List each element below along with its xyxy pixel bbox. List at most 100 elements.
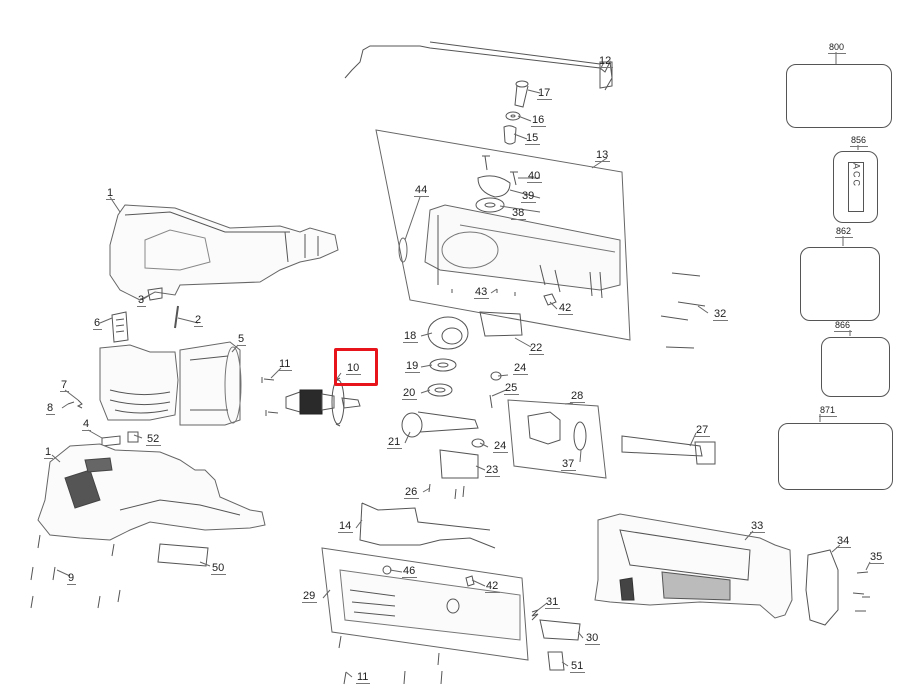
part-3-clip — [147, 287, 163, 301]
acc-tag-text: ACC — [851, 163, 862, 189]
label-part-33[interactable]: 33 — [750, 520, 766, 533]
label-part-4[interactable]: 4 — [82, 418, 92, 431]
part-15-bushing — [503, 125, 517, 145]
part-1-housing-lower — [37, 443, 266, 541]
label-part-7[interactable]: 7 — [60, 379, 70, 392]
part-50-label — [157, 543, 209, 567]
accessory-box-856: ACC — [833, 151, 878, 223]
label-accessory-862[interactable]: 862 — [835, 226, 854, 238]
label-part-3[interactable]: 3 — [137, 294, 147, 307]
label-part-5[interactable]: 5 — [237, 333, 247, 346]
part-20-washer — [427, 383, 453, 397]
part-18-ring — [427, 316, 469, 350]
part-14-gasket — [359, 502, 496, 549]
part-34-clamp — [805, 549, 839, 626]
part-21-crank — [401, 411, 479, 438]
label-part-1-lower[interactable]: 1 — [44, 446, 54, 459]
label-part-26[interactable]: 26 — [404, 486, 420, 499]
part-6-switch — [111, 311, 129, 343]
label-accessory-856[interactable]: 856 — [850, 135, 869, 147]
label-part-20[interactable]: 20 — [402, 387, 418, 400]
label-part-51[interactable]: 51 — [570, 660, 586, 673]
label-part-35[interactable]: 35 — [869, 551, 885, 564]
part-2-pin — [174, 305, 179, 329]
part-35-screws — [852, 571, 870, 612]
label-part-18[interactable]: 18 — [403, 330, 419, 343]
label-part-13[interactable]: 13 — [595, 149, 611, 162]
label-part-46[interactable]: 46 — [402, 565, 418, 578]
label-part-1-upper[interactable]: 1 — [106, 187, 116, 200]
label-part-24-lower[interactable]: 24 — [493, 440, 509, 453]
part-51-label — [547, 651, 565, 671]
label-part-39[interactable]: 39 — [521, 190, 537, 203]
label-part-19[interactable]: 19 — [405, 360, 421, 373]
acc-tag: ACC — [848, 162, 864, 212]
part-9-screws — [30, 534, 121, 609]
label-part-8[interactable]: 8 — [46, 402, 56, 415]
part-7-spring — [76, 399, 83, 409]
label-part-38[interactable]: 38 — [511, 207, 527, 220]
part-23-block — [439, 449, 479, 479]
part-22-bracket — [479, 311, 523, 337]
part-1-housing-upper — [109, 204, 339, 301]
label-part-22[interactable]: 22 — [529, 342, 545, 355]
label-part-42-upper[interactable]: 42 — [558, 302, 574, 315]
accessory-box-862 — [800, 247, 880, 321]
part-5-motor-assembly — [99, 341, 242, 426]
label-part-6[interactable]: 6 — [93, 317, 103, 330]
label-part-24-upper[interactable]: 24 — [513, 362, 529, 375]
part-33-front-housing — [594, 513, 793, 619]
label-part-14[interactable]: 14 — [338, 520, 354, 533]
label-part-21[interactable]: 21 — [387, 436, 403, 449]
label-accessory-800[interactable]: 800 — [828, 42, 847, 54]
label-part-15[interactable]: 15 — [525, 132, 541, 145]
label-part-2[interactable]: 2 — [194, 314, 204, 327]
label-part-43[interactable]: 43 — [474, 286, 490, 299]
part-24-bearings — [471, 371, 502, 448]
accessory-box-800 — [786, 64, 892, 128]
label-accessory-866[interactable]: 866 — [834, 320, 853, 332]
label-part-34[interactable]: 34 — [836, 535, 852, 548]
part-52-label — [127, 431, 139, 443]
part-11-screws-lower — [338, 635, 443, 685]
label-part-12[interactable]: 12 — [598, 55, 614, 68]
label-part-29[interactable]: 29 — [302, 590, 318, 603]
part-25-pin — [489, 394, 493, 409]
label-part-10[interactable]: 10 — [346, 362, 362, 375]
part-32-screws — [660, 272, 706, 349]
label-part-16[interactable]: 16 — [531, 114, 547, 127]
accessory-box-871 — [778, 423, 893, 490]
label-part-40[interactable]: 40 — [527, 170, 543, 183]
label-part-32[interactable]: 32 — [713, 308, 729, 321]
highlight-box-part-10 — [334, 348, 378, 386]
part-11-screws — [261, 377, 279, 416]
part-17-pin — [514, 80, 529, 108]
part-19-washer — [429, 358, 457, 372]
label-part-17[interactable]: 17 — [537, 87, 553, 100]
label-part-44[interactable]: 44 — [414, 184, 430, 197]
label-part-37[interactable]: 37 — [561, 458, 577, 471]
label-part-25[interactable]: 25 — [504, 382, 520, 395]
part-13-box — [375, 129, 631, 341]
label-part-50[interactable]: 50 — [211, 562, 227, 575]
part-16-washer — [505, 111, 521, 121]
label-part-23[interactable]: 23 — [485, 464, 501, 477]
part-29-box — [321, 547, 529, 661]
label-part-31[interactable]: 31 — [545, 596, 561, 609]
part-28-box — [507, 399, 607, 479]
label-part-30[interactable]: 30 — [585, 632, 601, 645]
label-part-9[interactable]: 9 — [67, 572, 77, 585]
label-accessory-871[interactable]: 871 — [819, 405, 838, 417]
label-part-27[interactable]: 27 — [695, 424, 711, 437]
part-26-screws — [428, 483, 465, 500]
label-part-11-lower[interactable]: 11 — [356, 671, 371, 684]
label-part-52[interactable]: 52 — [146, 433, 162, 446]
label-part-11-upper[interactable]: 11 — [278, 358, 293, 371]
part-31-spring — [531, 609, 539, 621]
part-8-screw — [67, 401, 75, 405]
part-27-shaft — [621, 435, 716, 465]
label-part-42-lower[interactable]: 42 — [485, 580, 501, 593]
label-part-28[interactable]: 28 — [570, 390, 586, 403]
part-4-clip — [101, 435, 121, 447]
